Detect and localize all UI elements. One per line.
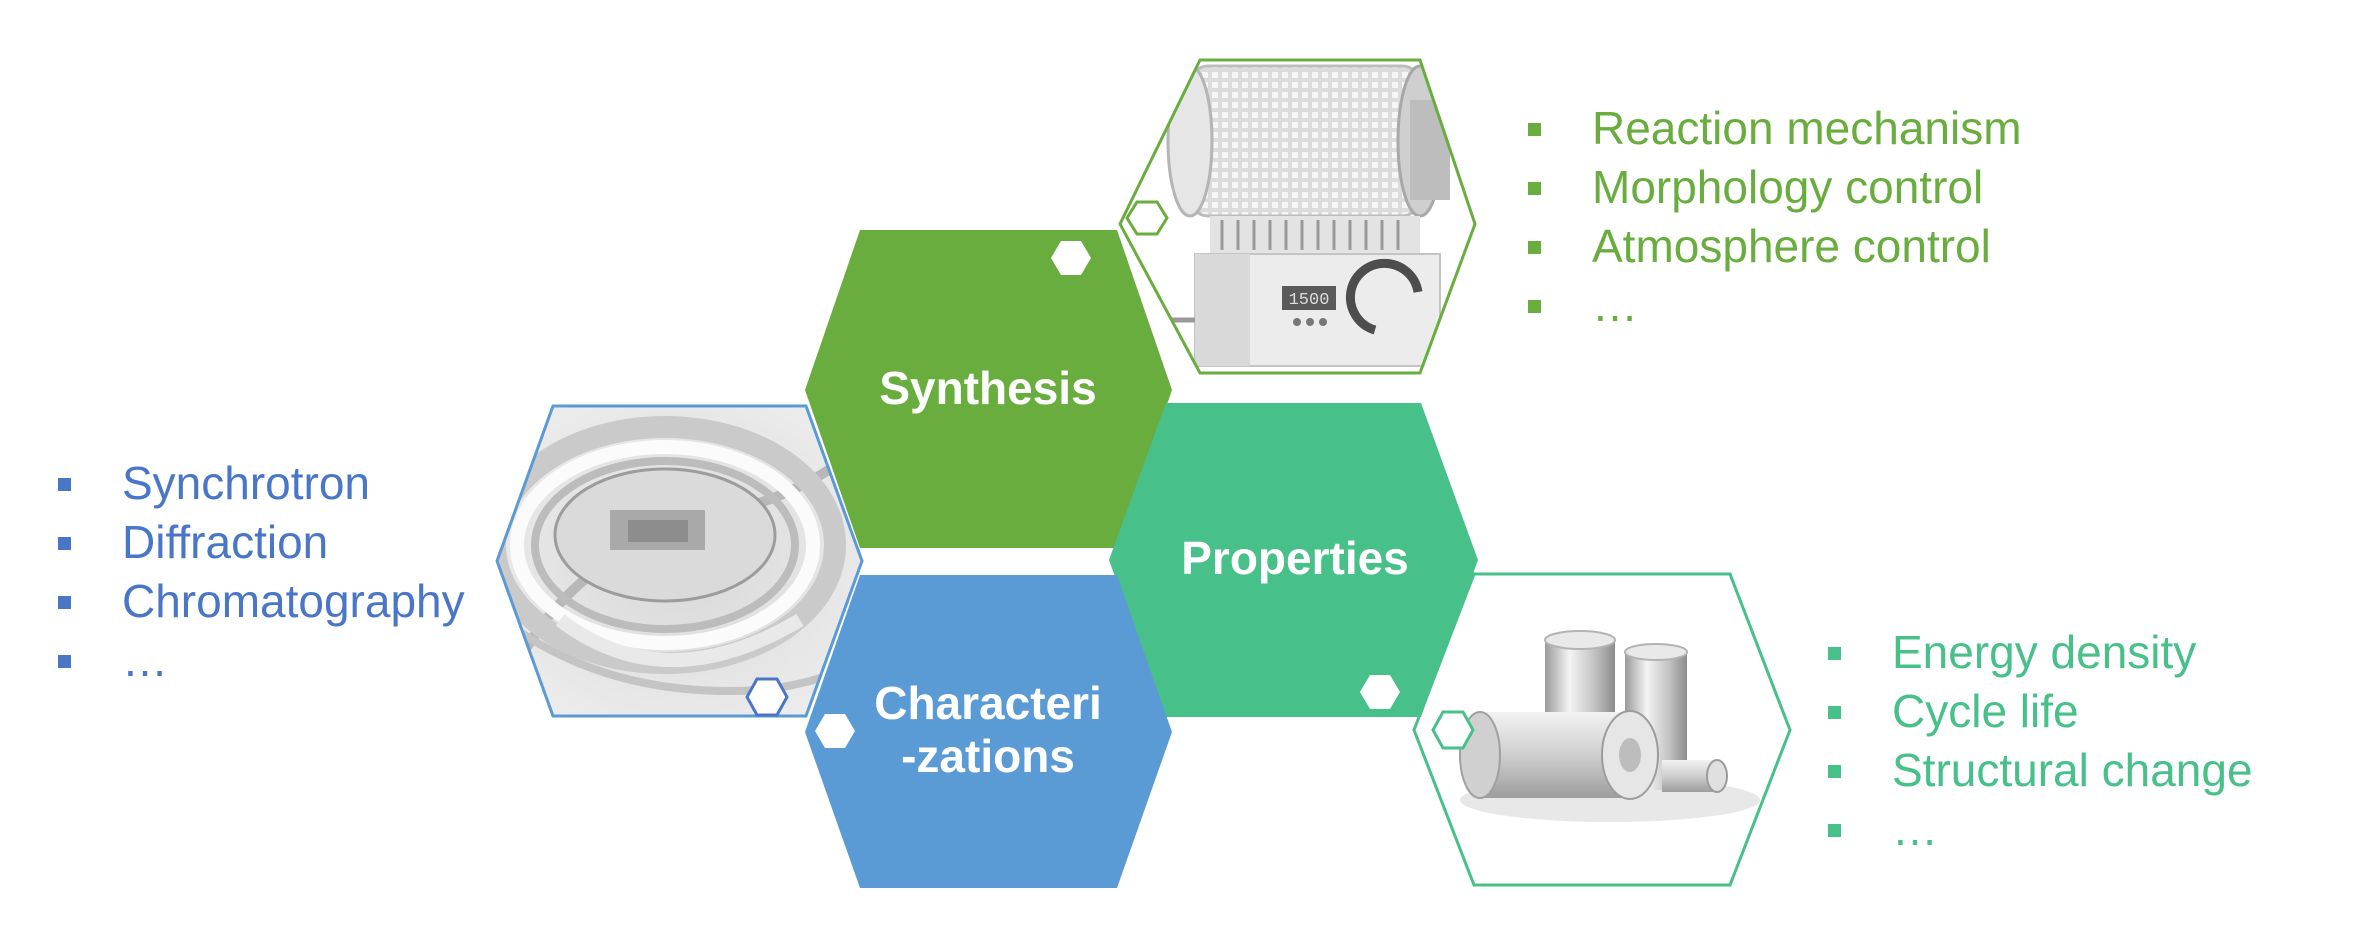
characterizations-label-line2: -zations [901,730,1075,782]
square-bullet-icon [1528,300,1541,313]
square-bullet-icon [1528,123,1541,136]
furnace-image-hexagon: 1500 [1118,58,1477,375]
square-bullet-icon [58,596,71,609]
square-bullet-icon [1528,241,1541,254]
properties-label: Properties [1181,532,1409,584]
square-bullet-icon [58,478,71,491]
batteries-image-hexagon [1412,572,1792,887]
characterizations-label-line1: Characteri [874,677,1102,729]
square-bullet-icon [1828,706,1841,719]
small-hexagon-icon [1125,200,1169,236]
furnace-display-readout: 1500 [1289,291,1330,310]
synchrotron-aerial-image [497,406,862,716]
small-hexagon-icon [745,677,789,717]
square-bullet-icon [1828,647,1841,660]
characterizations-hexagon: Characteri -zations [805,575,1172,888]
synthesis-hexagon: Synthesis [805,230,1172,548]
small-hexagon-icon [1360,675,1400,709]
square-bullet-icon [1528,182,1541,195]
synthesis-label: Synthesis [879,362,1096,414]
small-hexagon-icon [1431,710,1475,750]
small-hexagon-icon [815,714,855,748]
square-bullet-icon [58,537,71,550]
square-bullet-icon [1828,765,1841,778]
square-bullet-icon [58,655,71,668]
small-hexagon-icon [1051,241,1091,275]
tube-furnace-image: 1500 [1120,60,1475,373]
cylindrical-battery-cells-image [1414,574,1790,885]
square-bullet-icon [1828,824,1841,837]
properties-hexagon: Properties [1109,403,1478,717]
synchrotron-image-hexagon [495,404,864,718]
